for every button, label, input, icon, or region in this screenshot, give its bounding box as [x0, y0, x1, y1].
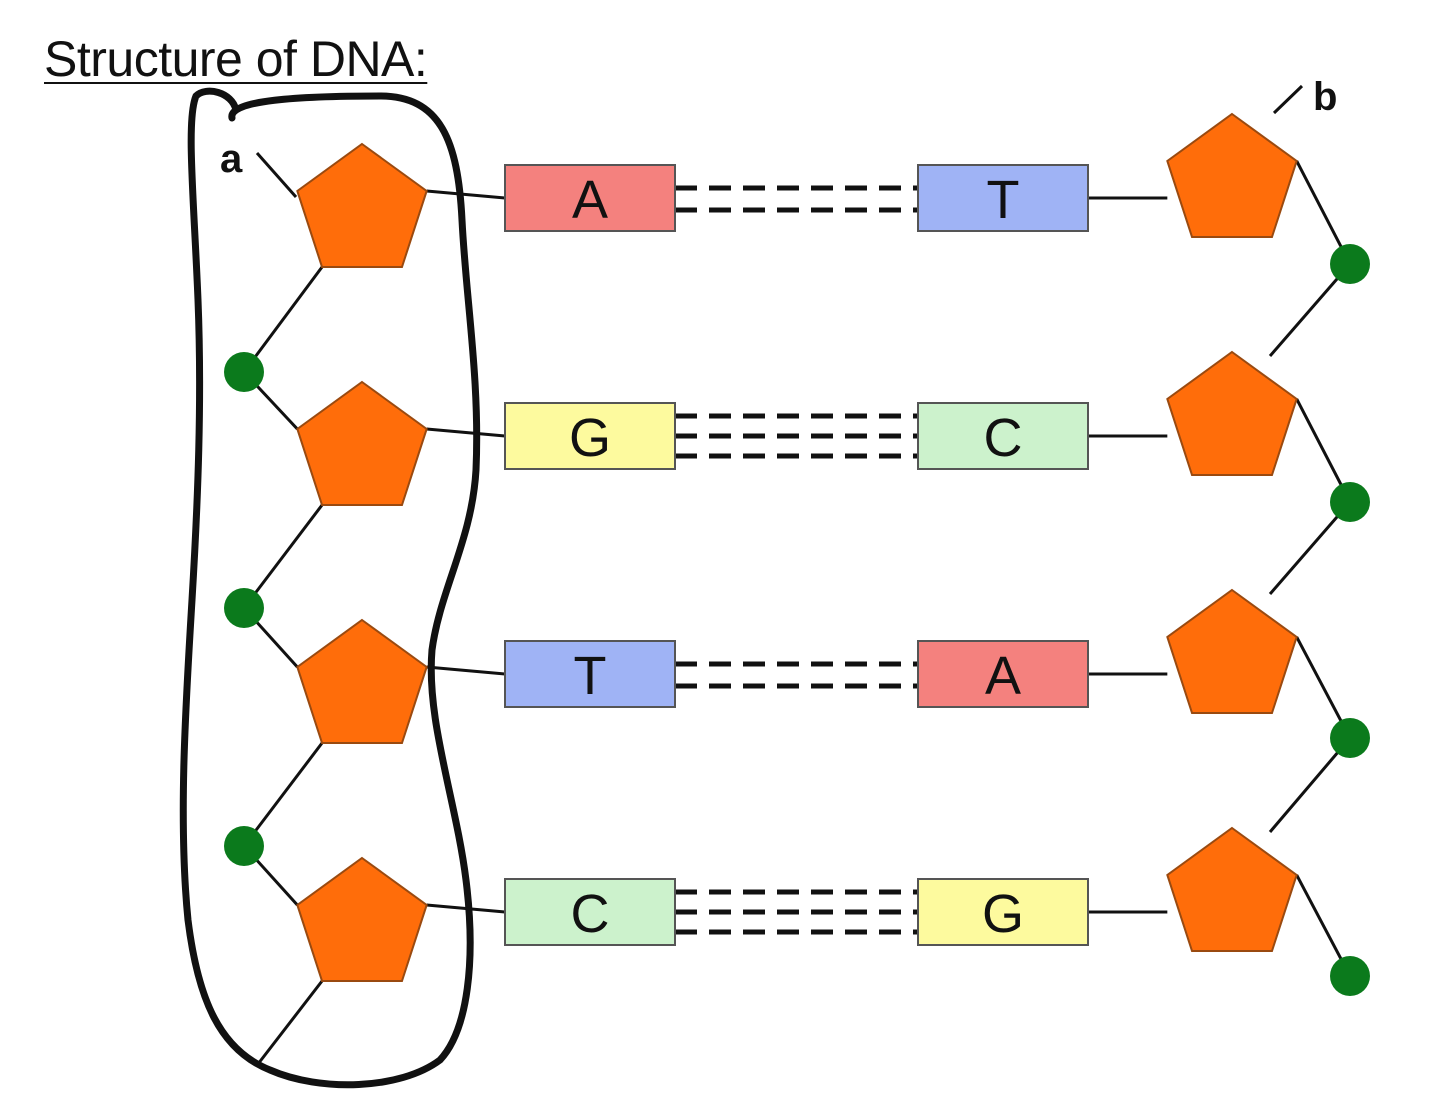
right-base-letter: T: [987, 170, 1020, 230]
left-base-letter: A: [572, 170, 608, 230]
left-sugar-base-link: [426, 427, 506, 438]
left-sugar: [296, 618, 428, 745]
right-sugar: [1166, 350, 1298, 477]
backbone-lines: [242, 160, 1352, 1065]
right-phosphate: [1330, 956, 1370, 996]
left-sugar-base-link: [426, 903, 506, 914]
left-backbone-down: [242, 742, 324, 847]
right-sugar: [1166, 588, 1298, 715]
left-base-letter: G: [569, 408, 611, 468]
left-sugar: [296, 856, 428, 983]
right-sugar: [1166, 112, 1298, 239]
phosphate-groups: [224, 244, 1370, 996]
left-base-box: [504, 878, 676, 946]
label-b-leader: [1272, 84, 1304, 115]
left-sugar-base-link: [426, 665, 506, 676]
sugar-groups: [296, 112, 1298, 983]
right-backbone-up: [1268, 501, 1352, 595]
right-base-box: [917, 164, 1089, 232]
base-boxes: A T G C T A C G: [504, 164, 1089, 946]
right-phosphate: [1330, 718, 1370, 758]
hand-drawn-outline: [179, 87, 481, 1089]
hydrogen-bonds: [675, 185, 918, 935]
diagram-title: Structure of DNA:: [44, 31, 428, 87]
left-base-letter: C: [571, 884, 610, 944]
label-a: a: [220, 137, 243, 181]
left-backbone-down: [242, 266, 324, 373]
left-base-letter: T: [574, 646, 607, 706]
label-b: b: [1313, 75, 1337, 119]
left-phosphate: [224, 352, 264, 392]
left-sugar: [296, 142, 428, 269]
left-backbone-end: [256, 980, 324, 1065]
right-base-box: [917, 878, 1089, 946]
right-backbone-up: [1268, 737, 1352, 833]
right-base-box: [917, 402, 1089, 470]
right-base-letter: C: [984, 408, 1023, 468]
right-base-letter: G: [982, 884, 1024, 944]
right-base-box: [917, 640, 1089, 708]
left-backbone-down: [242, 504, 324, 609]
right-phosphate: [1330, 482, 1370, 522]
right-backbone-up: [1268, 263, 1352, 357]
right-base-letter: A: [985, 646, 1021, 706]
left-sugar: [296, 380, 428, 507]
right-phosphate: [1330, 244, 1370, 284]
left-base-box: [504, 402, 676, 470]
right-sugar: [1166, 826, 1298, 953]
left-phosphate: [224, 826, 264, 866]
label-a-leader: [255, 152, 298, 198]
left-sugar-base-link: [426, 189, 506, 200]
left-phosphate: [224, 588, 264, 628]
left-base-box: [504, 640, 676, 708]
left-base-box: [504, 164, 676, 232]
